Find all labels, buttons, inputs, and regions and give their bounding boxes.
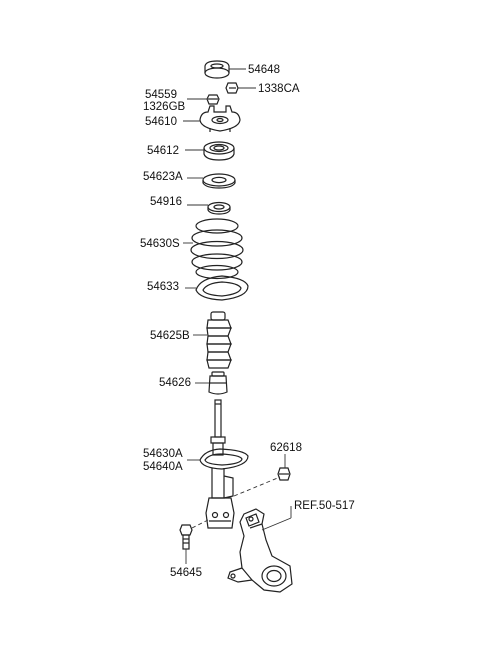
part-54559-nut	[206, 94, 220, 105]
label-54633: 54633	[147, 281, 179, 293]
label-62618: 62618	[270, 442, 302, 454]
label-54916: 54916	[150, 196, 182, 208]
part-54612-bearing	[203, 141, 235, 161]
part-1338CA-nut	[225, 82, 239, 94]
label-54612: 54612	[147, 145, 179, 157]
label-54648: 54648	[248, 64, 280, 76]
part-54633-lower-seat	[195, 275, 249, 301]
part-54626-bump-stop	[208, 371, 228, 395]
part-54645-bolt	[179, 524, 193, 550]
part-54610-mount	[199, 105, 241, 132]
label-54559: 54559	[145, 89, 177, 101]
dash-line-54645	[191, 519, 209, 529]
label-54625B: 54625B	[150, 330, 190, 342]
label-54630S: 54630S	[140, 238, 180, 250]
label-1326GB: 1326GB	[143, 101, 186, 113]
part-54630A-strut	[199, 399, 249, 529]
leader-ref-diag	[261, 517, 292, 531]
label-54623A: 54623A	[143, 171, 183, 183]
label-54610: 54610	[145, 116, 177, 128]
label-54640A: 54640A	[143, 461, 183, 473]
label-ref-50-517: REF.50-517	[294, 500, 355, 512]
part-54625B-dust-boot	[206, 311, 232, 369]
part-54630S-coil-spring	[190, 218, 244, 280]
dash-line-62618	[233, 476, 281, 497]
part-54648-cap	[204, 60, 230, 79]
part-knuckle	[227, 508, 293, 593]
label-54645: 54645	[170, 567, 202, 579]
part-54623A-seat	[202, 173, 236, 189]
part-62618-nut	[277, 467, 291, 481]
label-54626: 54626	[159, 377, 191, 389]
label-54630A: 54630A	[143, 448, 183, 460]
part-54916-washer	[207, 201, 231, 215]
label-1338CA: 1338CA	[258, 83, 300, 95]
